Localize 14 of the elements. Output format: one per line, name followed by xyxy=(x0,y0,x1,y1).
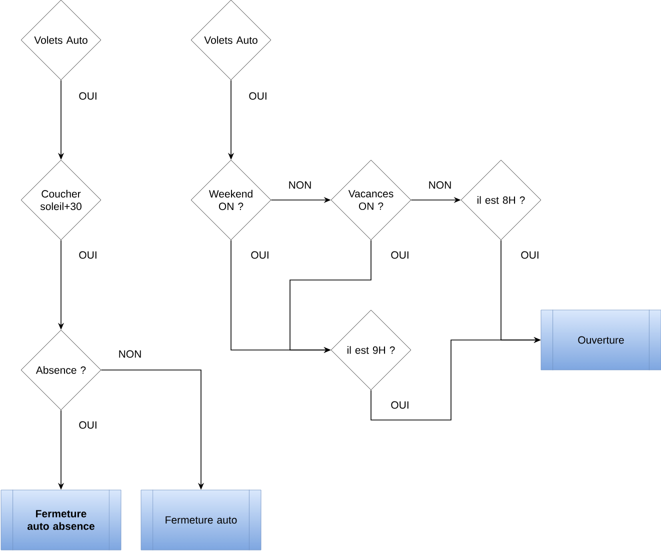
edge-label: OUI xyxy=(391,401,408,409)
edge-label: OUI xyxy=(391,251,408,259)
edge-label: OUI xyxy=(251,251,268,259)
edge-label: OUI xyxy=(79,421,96,429)
edge-label: OUI xyxy=(79,92,96,100)
process-box: Ouverture xyxy=(540,310,661,370)
edge-label: OUI xyxy=(79,251,96,259)
edge-label: OUI xyxy=(521,251,538,259)
process-box: Fermeture auto xyxy=(140,490,262,550)
edge-label: NON xyxy=(289,181,311,189)
edge-label: OUI xyxy=(249,92,266,100)
process-box: Fermeture auto absence xyxy=(0,490,122,550)
edge-label: NON xyxy=(429,181,451,189)
edge-label: NON xyxy=(119,350,141,358)
